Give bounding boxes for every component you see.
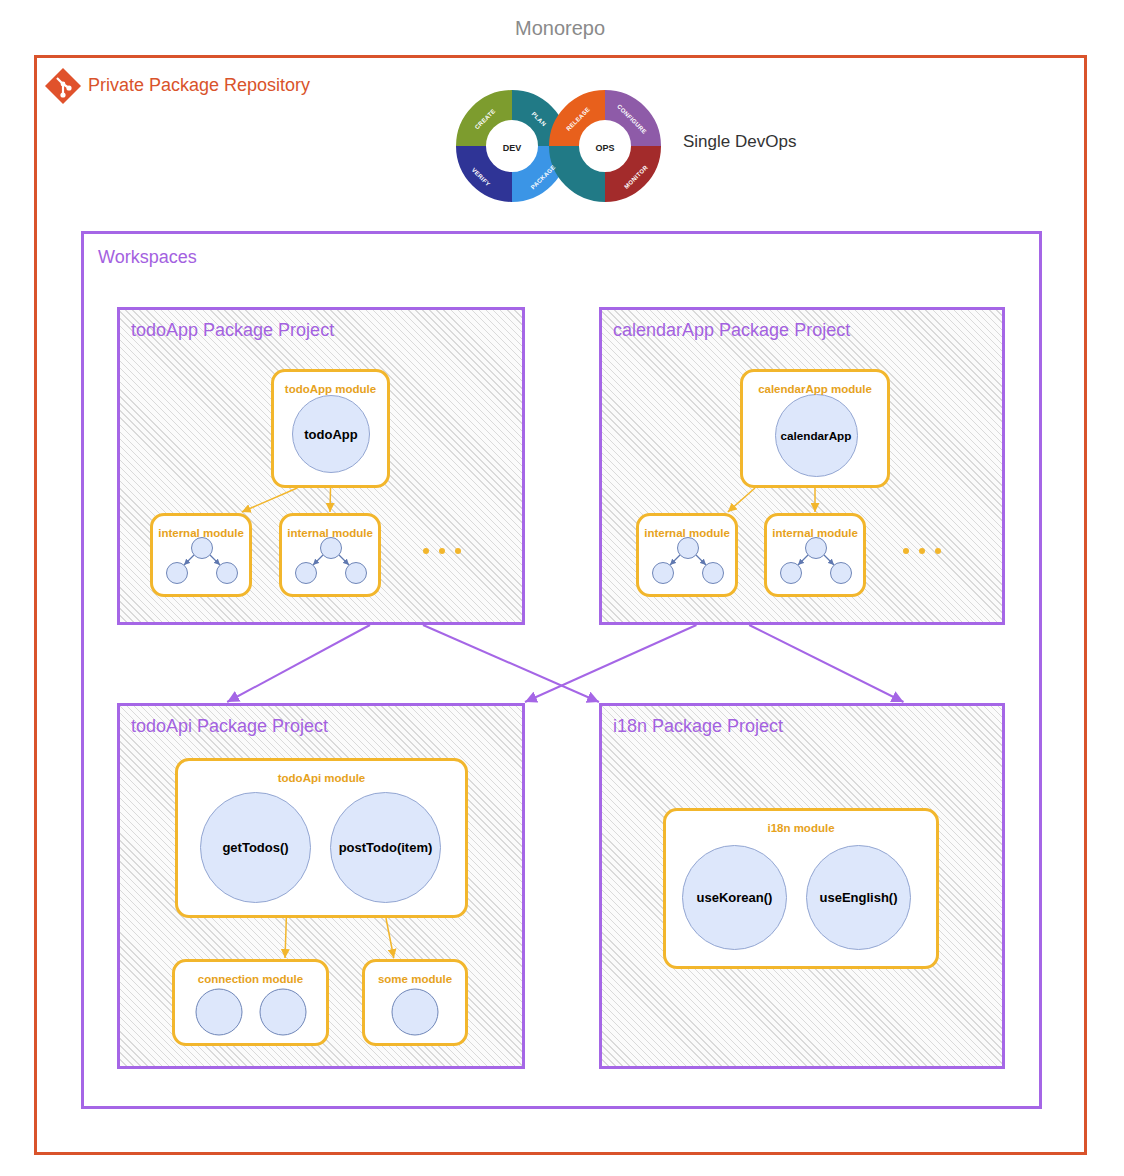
module-box: internal module (279, 513, 381, 597)
module-box: internal module (150, 513, 252, 597)
devops-center-label: OPS (595, 143, 614, 153)
box-heading: connection module (198, 973, 303, 985)
devops-stage-label: VERIFY (470, 167, 491, 188)
devops-stage-label: PLAN (531, 111, 548, 128)
module-arrow (329, 488, 331, 512)
box-heading: todoApp Package Project (131, 319, 334, 341)
package-project-box: calendarApp Package Project calendarApp m… (599, 307, 1005, 625)
package-project-box: todoApi Package Project todoApi module get… (117, 703, 525, 1069)
module-box: todoApp module todoApp (271, 369, 390, 488)
dependency-arrow (423, 625, 599, 702)
ellipsis-dots (602, 310, 1002, 620)
diagram-title: Monorepo (515, 17, 605, 40)
module-arrow (728, 488, 755, 512)
function-circle: todoApp (292, 395, 370, 473)
box-heading: todoApi module (278, 772, 366, 784)
module-arrow (814, 488, 816, 512)
devops-center-label: DEV (503, 143, 522, 153)
module-box: internal module (764, 513, 866, 597)
module-box: i18n module useKorean() useEnglish() (663, 808, 939, 969)
dependency-arrow (525, 625, 696, 702)
package-project-box: todoApp Package ProjecttodoApp moduletod… (117, 307, 525, 625)
box-heading: Workspaces (98, 247, 197, 268)
ellipsis-dots (120, 310, 520, 620)
box-heading: todoApi Package Project (131, 715, 328, 737)
git-icon (45, 68, 81, 104)
package-project-box: i18n Package Project i18n module useKorean… (599, 703, 1005, 1069)
box-heading: internal module (287, 527, 373, 539)
box-heading: calendarApp module (758, 383, 872, 395)
function-name: postTodo(item) (339, 840, 433, 855)
devops-stage-label: PACKAGE (530, 164, 557, 191)
function-name: useKorean() (697, 890, 773, 905)
devops-stage-label: RELEASE (565, 106, 591, 132)
module-arrow (285, 918, 286, 958)
function-name: calendarApp (781, 429, 852, 442)
dependency-arrow (749, 625, 903, 702)
box-heading: internal module (772, 527, 858, 539)
box-heading: internal module (644, 527, 730, 539)
repository-box: Private Package RepositoryWorkspaces todo… (34, 55, 1087, 1155)
module-box: connection module (172, 959, 329, 1046)
function-name: getTodos() (222, 840, 288, 855)
function-name: todoApp (304, 427, 357, 442)
function-circle: useEnglish() (806, 845, 911, 950)
box-heading: some module (378, 973, 452, 985)
function-circle: useKorean() (682, 845, 787, 950)
box-heading: todoApp module (285, 383, 376, 395)
module-box: some module (362, 959, 468, 1046)
module-arrow (242, 488, 297, 512)
module-arrow (386, 918, 394, 958)
devops-stage-label: CONFIGURE (616, 103, 648, 135)
devops-stage-label: CREATE (474, 108, 497, 131)
module-box: calendarApp module calendarApp (740, 369, 890, 488)
module-box: todoApi module getTodos() postTodo(item) (175, 758, 468, 918)
function-circle: calendarApp (775, 394, 858, 477)
box-heading: i18n module (767, 822, 834, 834)
box-heading: calendarApp Package Project (613, 319, 850, 341)
workspace-box: Workspaces todoApp Package Project todoApp… (81, 231, 1042, 1109)
box-heading: Private Package Repository (88, 75, 310, 96)
function-circle: postTodo(item) (330, 792, 441, 903)
function-name: useEnglish() (819, 890, 897, 905)
box-heading: i18n Package Project (613, 715, 783, 737)
function-circle: getTodos() (200, 792, 311, 903)
caption-label: Single DevOps (683, 132, 796, 152)
box-heading: internal module (158, 527, 244, 539)
module-box: internal module (636, 513, 738, 597)
dependency-arrow (227, 625, 370, 702)
devops-stage-label: MONITOR (623, 164, 649, 190)
devops-logo (471, 105, 646, 187)
